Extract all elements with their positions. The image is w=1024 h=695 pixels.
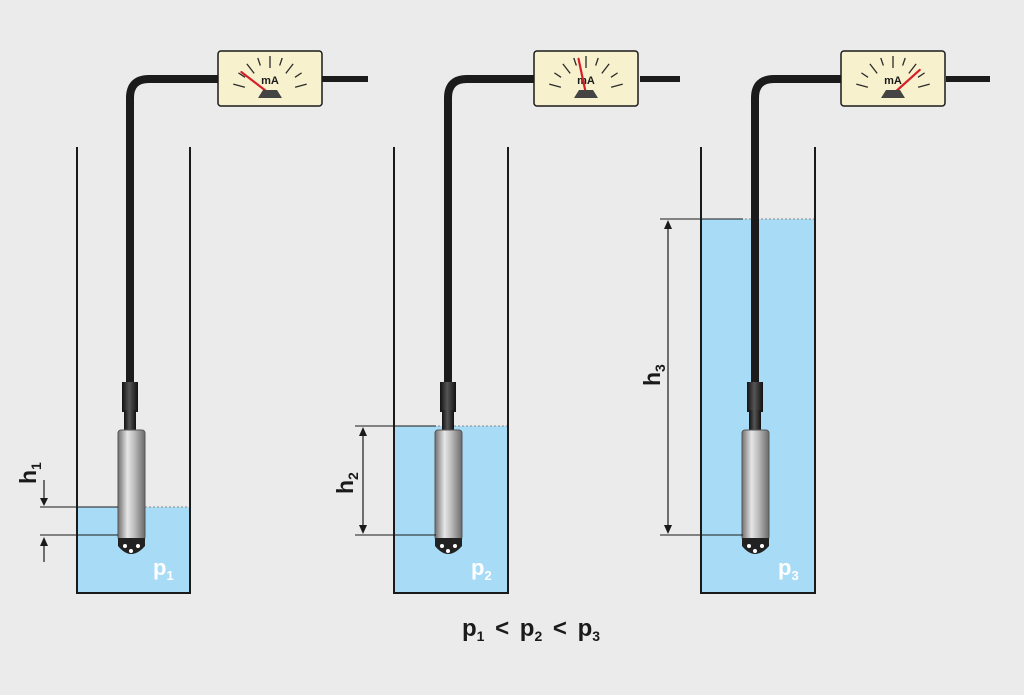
height-dimension: h1 [15, 462, 118, 562]
meter-tick [554, 72, 562, 78]
meter-tick [610, 72, 618, 78]
meter-tick [294, 72, 302, 78]
pressure-sensor [434, 382, 463, 554]
current-meter-2: mA [533, 50, 639, 107]
meter-unit-label: mA [884, 75, 902, 87]
meter-needle [577, 57, 588, 96]
meter-tick [908, 63, 917, 74]
tank-wall [76, 147, 191, 594]
meter-tick [246, 63, 255, 74]
meter-tick [233, 83, 246, 88]
meter-tick [902, 57, 906, 66]
meter-tick [294, 83, 307, 88]
pressure-relation: p1 < p2 < p3 [462, 615, 600, 647]
meter-tick [880, 57, 884, 66]
meter-tick [601, 63, 610, 74]
sensor-cable [751, 75, 841, 384]
height-label-1: h1 [15, 462, 44, 484]
tank-wall [393, 147, 509, 594]
meter-pivot [881, 90, 905, 98]
tank-2: h2 p2 [332, 75, 680, 594]
meter-tick [595, 57, 599, 66]
meter-pivot [574, 90, 598, 98]
height-label-3: h3 [639, 364, 668, 386]
meter-tick [257, 57, 261, 66]
tank-1: h1 p1 [15, 75, 368, 594]
pressure-label-1: p1 [153, 555, 174, 583]
pressure-sensor [117, 382, 146, 554]
relation-operator-1: < [495, 615, 509, 642]
meter-tick [917, 72, 925, 78]
tank-wall [700, 147, 816, 594]
meter-tick [917, 83, 930, 88]
pressure-label-2: p2 [471, 555, 492, 583]
height-dimension: h3 [639, 218, 743, 536]
meter-unit-label: mA [261, 75, 279, 87]
meter-tick [279, 57, 283, 66]
relation-operator-2: < [553, 615, 567, 642]
meter-tick [549, 83, 562, 88]
meter-tick [562, 63, 571, 74]
height-label-2: h2 [332, 472, 361, 494]
meter-tick [861, 72, 869, 78]
height-dimension: h2 [332, 425, 436, 536]
meter-tick [285, 63, 294, 74]
meters: mA mA mA [217, 50, 946, 107]
tank-3: h3 p3 [639, 75, 990, 594]
meter-pivot [258, 90, 282, 98]
relation-term-1: p [462, 615, 477, 642]
current-meter-3: mA [840, 50, 946, 107]
meter-needle [891, 68, 921, 96]
relation-term-2: p [520, 615, 535, 642]
meter-tick [856, 83, 869, 88]
pressure-label-3: p3 [778, 555, 799, 583]
pressure-sensor [741, 382, 770, 554]
current-meter-1: mA [217, 50, 323, 107]
meter-unit-label: mA [577, 75, 595, 87]
meter-tick [869, 63, 878, 74]
relation-term-3: p [578, 615, 593, 642]
meter-tick [573, 57, 577, 66]
sensor-cable [126, 75, 218, 384]
sensor-cable [444, 75, 534, 384]
meter-tick [238, 72, 246, 78]
meter-tick [610, 83, 623, 88]
